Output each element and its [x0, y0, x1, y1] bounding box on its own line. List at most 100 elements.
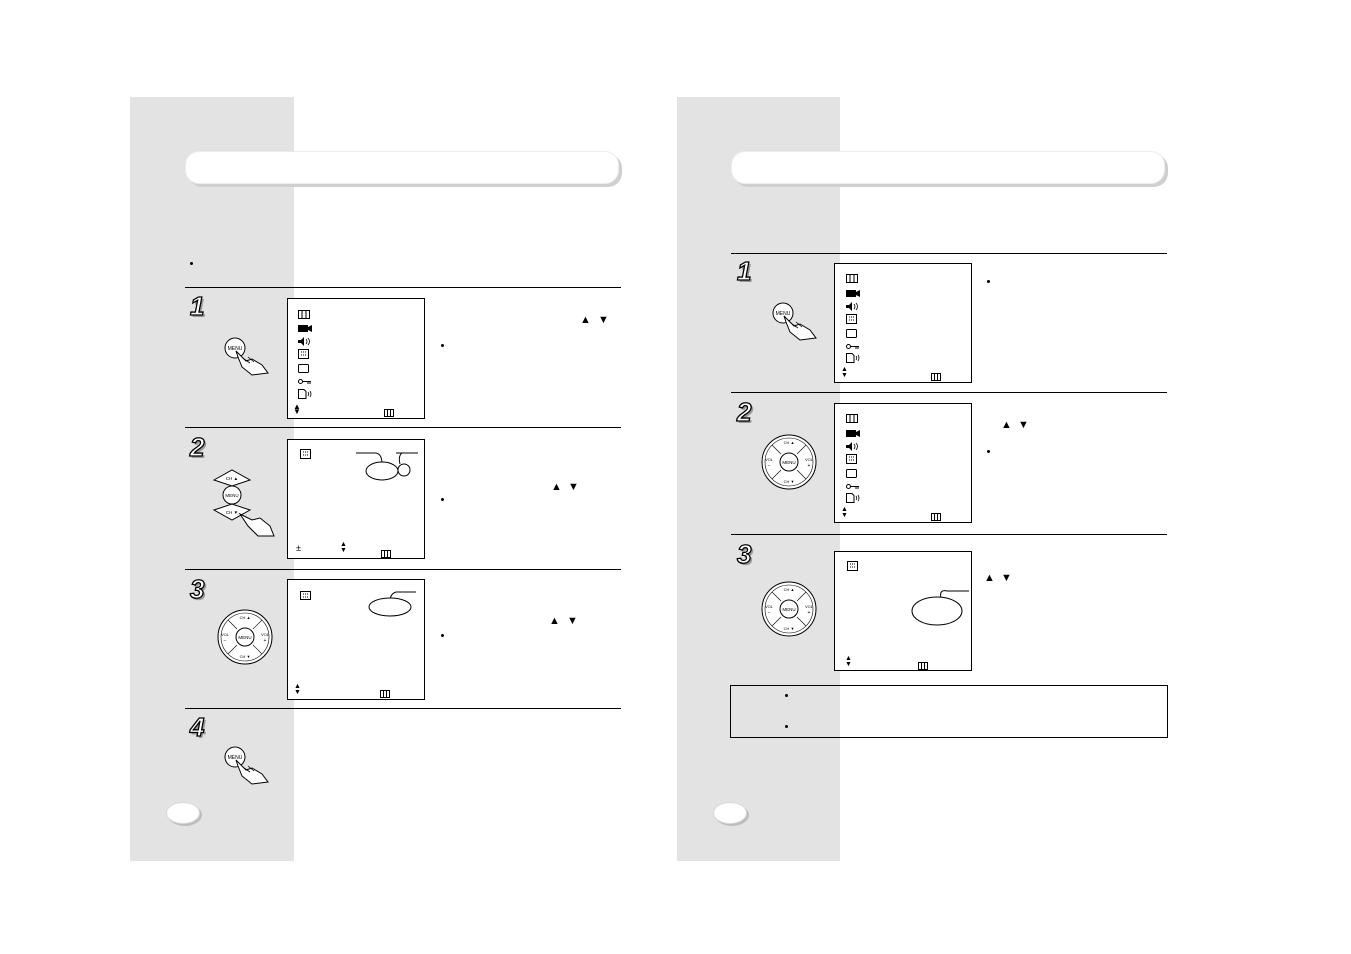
left-step3-down-arrow: ▼ — [567, 615, 578, 627]
speaker-icon — [298, 333, 312, 346]
right-step-number-2: 2 — [736, 396, 752, 427]
svg-text:MENU: MENU — [228, 346, 243, 352]
right-step3-submenu-screen: ▲▼ — [834, 551, 972, 671]
updown-arrow-icon: ▲▼ — [845, 655, 852, 668]
updown-arrow-icon: ▲▼ — [841, 366, 848, 379]
left-divider-2 — [185, 427, 621, 428]
left-step1-hand-press-menu-icon: MENU — [222, 335, 272, 377]
left-step3-callout — [366, 588, 422, 620]
right-step1-menu-screen: ▲▼ — [834, 263, 972, 383]
camera-icon — [298, 320, 312, 332]
feature-icon — [846, 451, 860, 464]
right-divider-2 — [731, 392, 1167, 393]
left-step2-bullet — [441, 498, 444, 501]
svg-text:VOL: VOL — [765, 604, 774, 609]
svg-text:CH ▲: CH ▲ — [240, 615, 251, 620]
svg-text:VOL: VOL — [805, 604, 814, 609]
left-step2-remote-ch-buttons-icon: CH ▲ MENU CH ▼ — [210, 469, 276, 540]
feature-icon — [300, 587, 314, 600]
menu-grid-icon-footer — [380, 685, 394, 698]
left-step2-submenu-screen: ± ▲▼ — [287, 439, 425, 559]
menu-grid-icon-footer — [931, 508, 945, 521]
left-step-number-3: 3 — [189, 573, 205, 604]
svg-text:+: + — [808, 463, 811, 469]
svg-text:MENU: MENU — [238, 635, 251, 640]
svg-text:MENU: MENU — [225, 493, 238, 498]
screen-icon — [846, 325, 860, 338]
feature-icon — [847, 558, 861, 571]
note-bullet-1 — [785, 694, 788, 697]
left-step1-menu-screen: ▲ ▼ — [287, 298, 425, 419]
speaker-icon — [846, 298, 860, 311]
menu-grid-icon — [846, 410, 860, 423]
left-step3-bullet — [441, 634, 444, 637]
left-divider-4 — [185, 708, 621, 709]
right-divider-3 — [731, 534, 1167, 535]
updown-arrow-icon: ▲▼ — [294, 683, 301, 696]
left-divider-1 — [185, 287, 621, 288]
menu-grid-icon-footer — [931, 368, 945, 381]
right-step2-remote-pad-icon: MENU CH ▲ CH ▼ VOL − VOL + — [761, 434, 817, 490]
left-step2-up-arrow: ▲ — [551, 481, 562, 493]
right-step3-remote-pad-icon: MENU CH ▲ CH ▼ VOL − VOL + — [761, 581, 817, 637]
left-page-title-bar — [185, 151, 619, 184]
right-note-box — [730, 685, 1168, 738]
svg-text:VOL: VOL — [805, 457, 814, 462]
feature-icon — [300, 446, 314, 459]
menu-grid-icon-footer — [918, 657, 932, 670]
left-divider-3 — [185, 569, 621, 570]
camera-icon — [846, 425, 860, 437]
svg-text:CH ▼: CH ▼ — [240, 654, 251, 659]
left-step3-up-arrow: ▲ — [549, 615, 560, 627]
right-step3-up-arrow: ▲ — [984, 572, 995, 584]
left-page-number-oval — [166, 802, 200, 824]
note-bullet-2 — [785, 725, 788, 728]
right-step3-callout — [909, 584, 971, 628]
svg-text:+: + — [808, 610, 811, 616]
camera-icon — [846, 285, 860, 297]
key-icon — [846, 338, 860, 349]
right-divider-1 — [731, 253, 1167, 254]
right-page-sidebar — [677, 97, 840, 861]
right-step3-down-arrow: ▼ — [1001, 572, 1012, 584]
right-step1-hand-press-menu-icon: MENU — [770, 300, 820, 342]
updown-arrow-icon: ▲▼ — [841, 506, 848, 519]
left-step1-down-arrow: ▼ — [598, 314, 609, 326]
svg-text:MENU: MENU — [776, 311, 791, 317]
right-page-title-bar — [731, 151, 1165, 184]
feature-icon — [846, 311, 860, 324]
left-step2-down-arrow: ▼ — [568, 481, 579, 493]
speaker-icon — [846, 438, 860, 451]
menu-grid-icon — [846, 270, 860, 283]
svg-text:+: + — [264, 638, 267, 644]
right-page-number-oval — [713, 802, 747, 824]
right-step-number-1: 1 — [736, 255, 752, 286]
left-step-number-1: 1 — [189, 290, 205, 321]
menu-grid-icon-footer — [381, 545, 395, 558]
right-step2-down-arrow: ▼ — [1018, 419, 1029, 431]
document-sound-icon — [298, 386, 312, 399]
right-step2-menu-screen: ▲▼ — [834, 403, 972, 523]
feature-icon — [298, 346, 312, 359]
svg-text:MENU: MENU — [782, 460, 795, 465]
document-sound-icon — [846, 350, 860, 363]
right-step-number-3: 3 — [736, 538, 752, 569]
screen-icon — [298, 360, 312, 373]
key-icon — [298, 373, 312, 384]
svg-text:−: − — [224, 638, 227, 644]
key-icon — [846, 478, 860, 489]
left-step1-bullet — [441, 344, 444, 347]
screen-icon — [846, 465, 860, 478]
right-step2-up-arrow: ▲ — [1001, 419, 1012, 431]
right-step2-bullet — [987, 450, 990, 453]
left-step3-submenu-screen: ▲▼ — [287, 579, 425, 700]
svg-text:VOL: VOL — [765, 457, 774, 462]
svg-text:MENU: MENU — [228, 755, 243, 761]
svg-text:CH ▲: CH ▲ — [784, 440, 795, 445]
svg-text:CH ▲: CH ▲ — [784, 587, 795, 592]
svg-text:MENU: MENU — [782, 607, 795, 612]
svg-text:−: − — [768, 610, 771, 616]
menu-grid-icon — [298, 306, 312, 319]
left-step4-hand-press-menu-icon: MENU — [222, 744, 272, 786]
svg-text:CH ▼: CH ▼ — [226, 510, 238, 515]
